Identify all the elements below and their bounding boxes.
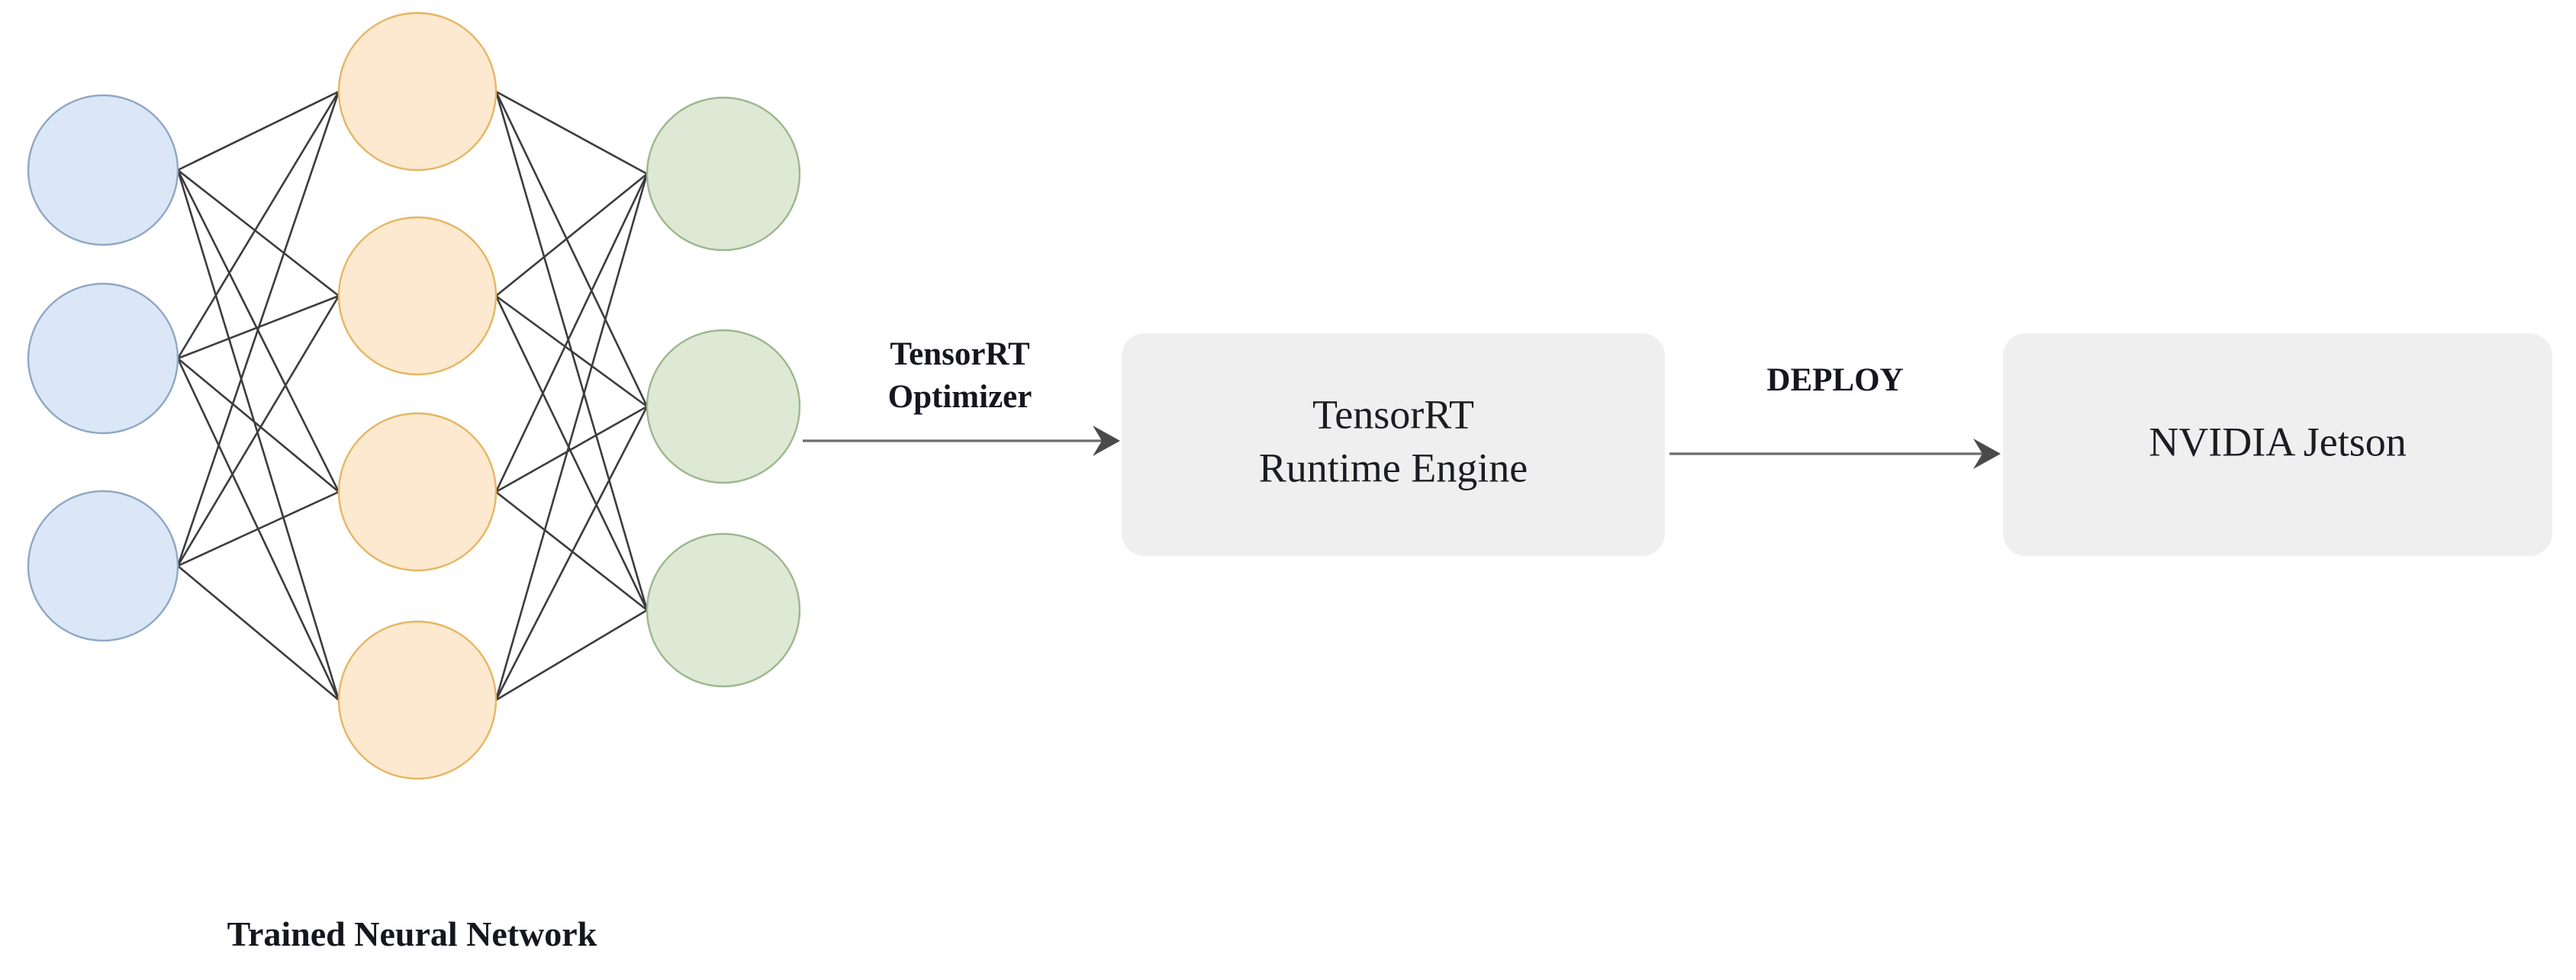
network-edge — [495, 294, 648, 408]
input-layer-node-2 — [27, 282, 179, 435]
network-edge — [494, 91, 649, 407]
network-edge — [495, 172, 648, 297]
network-caption: Trained Neural Network — [227, 914, 597, 953]
deploy-arrow-head — [1973, 439, 2001, 469]
network-edge — [176, 91, 340, 359]
hidden-layer-node-4 — [337, 620, 497, 780]
tensorrt-runtime-engine-box-label-line2: Runtime Engine — [1259, 445, 1528, 490]
tensorrt-runtime-engine-box-label-line1: TensorRT — [1312, 391, 1474, 437]
optimizer-arrow-label-line1: TensorRT — [890, 336, 1030, 372]
network-edges-group — [176, 90, 649, 702]
network-edge — [495, 609, 648, 702]
hidden-layer-node-3 — [337, 412, 497, 572]
output-layer-node-1 — [646, 96, 801, 252]
nvidia-jetson-box-label-line1: NVIDIA Jetson — [2149, 419, 2406, 464]
network-nodes-group — [27, 11, 801, 780]
flow-arrows-group: TensorRT Optimizer DEPLOY — [803, 336, 2001, 469]
deploy-arrow-label-line1: DEPLOY — [1766, 362, 1903, 398]
network-edge — [494, 295, 649, 611]
network-edge — [177, 90, 340, 172]
input-layer-node-3 — [27, 490, 179, 642]
network-edge — [494, 173, 649, 701]
hidden-layer-node-1 — [337, 11, 497, 172]
network-edge — [177, 490, 340, 567]
network-edge — [176, 169, 340, 701]
input-layer-node-1 — [27, 94, 179, 246]
output-layer-node-3 — [646, 532, 801, 688]
network-edge — [494, 406, 649, 701]
optimizer-arrow-head — [1093, 426, 1120, 456]
output-layer-node-2 — [646, 329, 801, 484]
network-edge — [177, 565, 340, 701]
network-edge — [495, 90, 648, 175]
network-edge — [177, 169, 340, 297]
network-edge — [176, 295, 340, 567]
network-edge — [176, 91, 340, 567]
network-edge — [494, 173, 649, 493]
network-edge — [177, 357, 340, 493]
hidden-layer-node-2 — [337, 216, 497, 376]
tensorrt-runtime-engine-box[interactable] — [1122, 333, 1665, 556]
flow-boxes-group: TensorRT Runtime Engine NVIDIA Jetson — [1122, 333, 2552, 556]
nvidia-jetson-box[interactable] — [2003, 333, 2552, 556]
network-edge — [495, 490, 648, 612]
network-edge — [495, 405, 648, 493]
optimizer-arrow-label-line2: Optimizer — [888, 379, 1032, 415]
